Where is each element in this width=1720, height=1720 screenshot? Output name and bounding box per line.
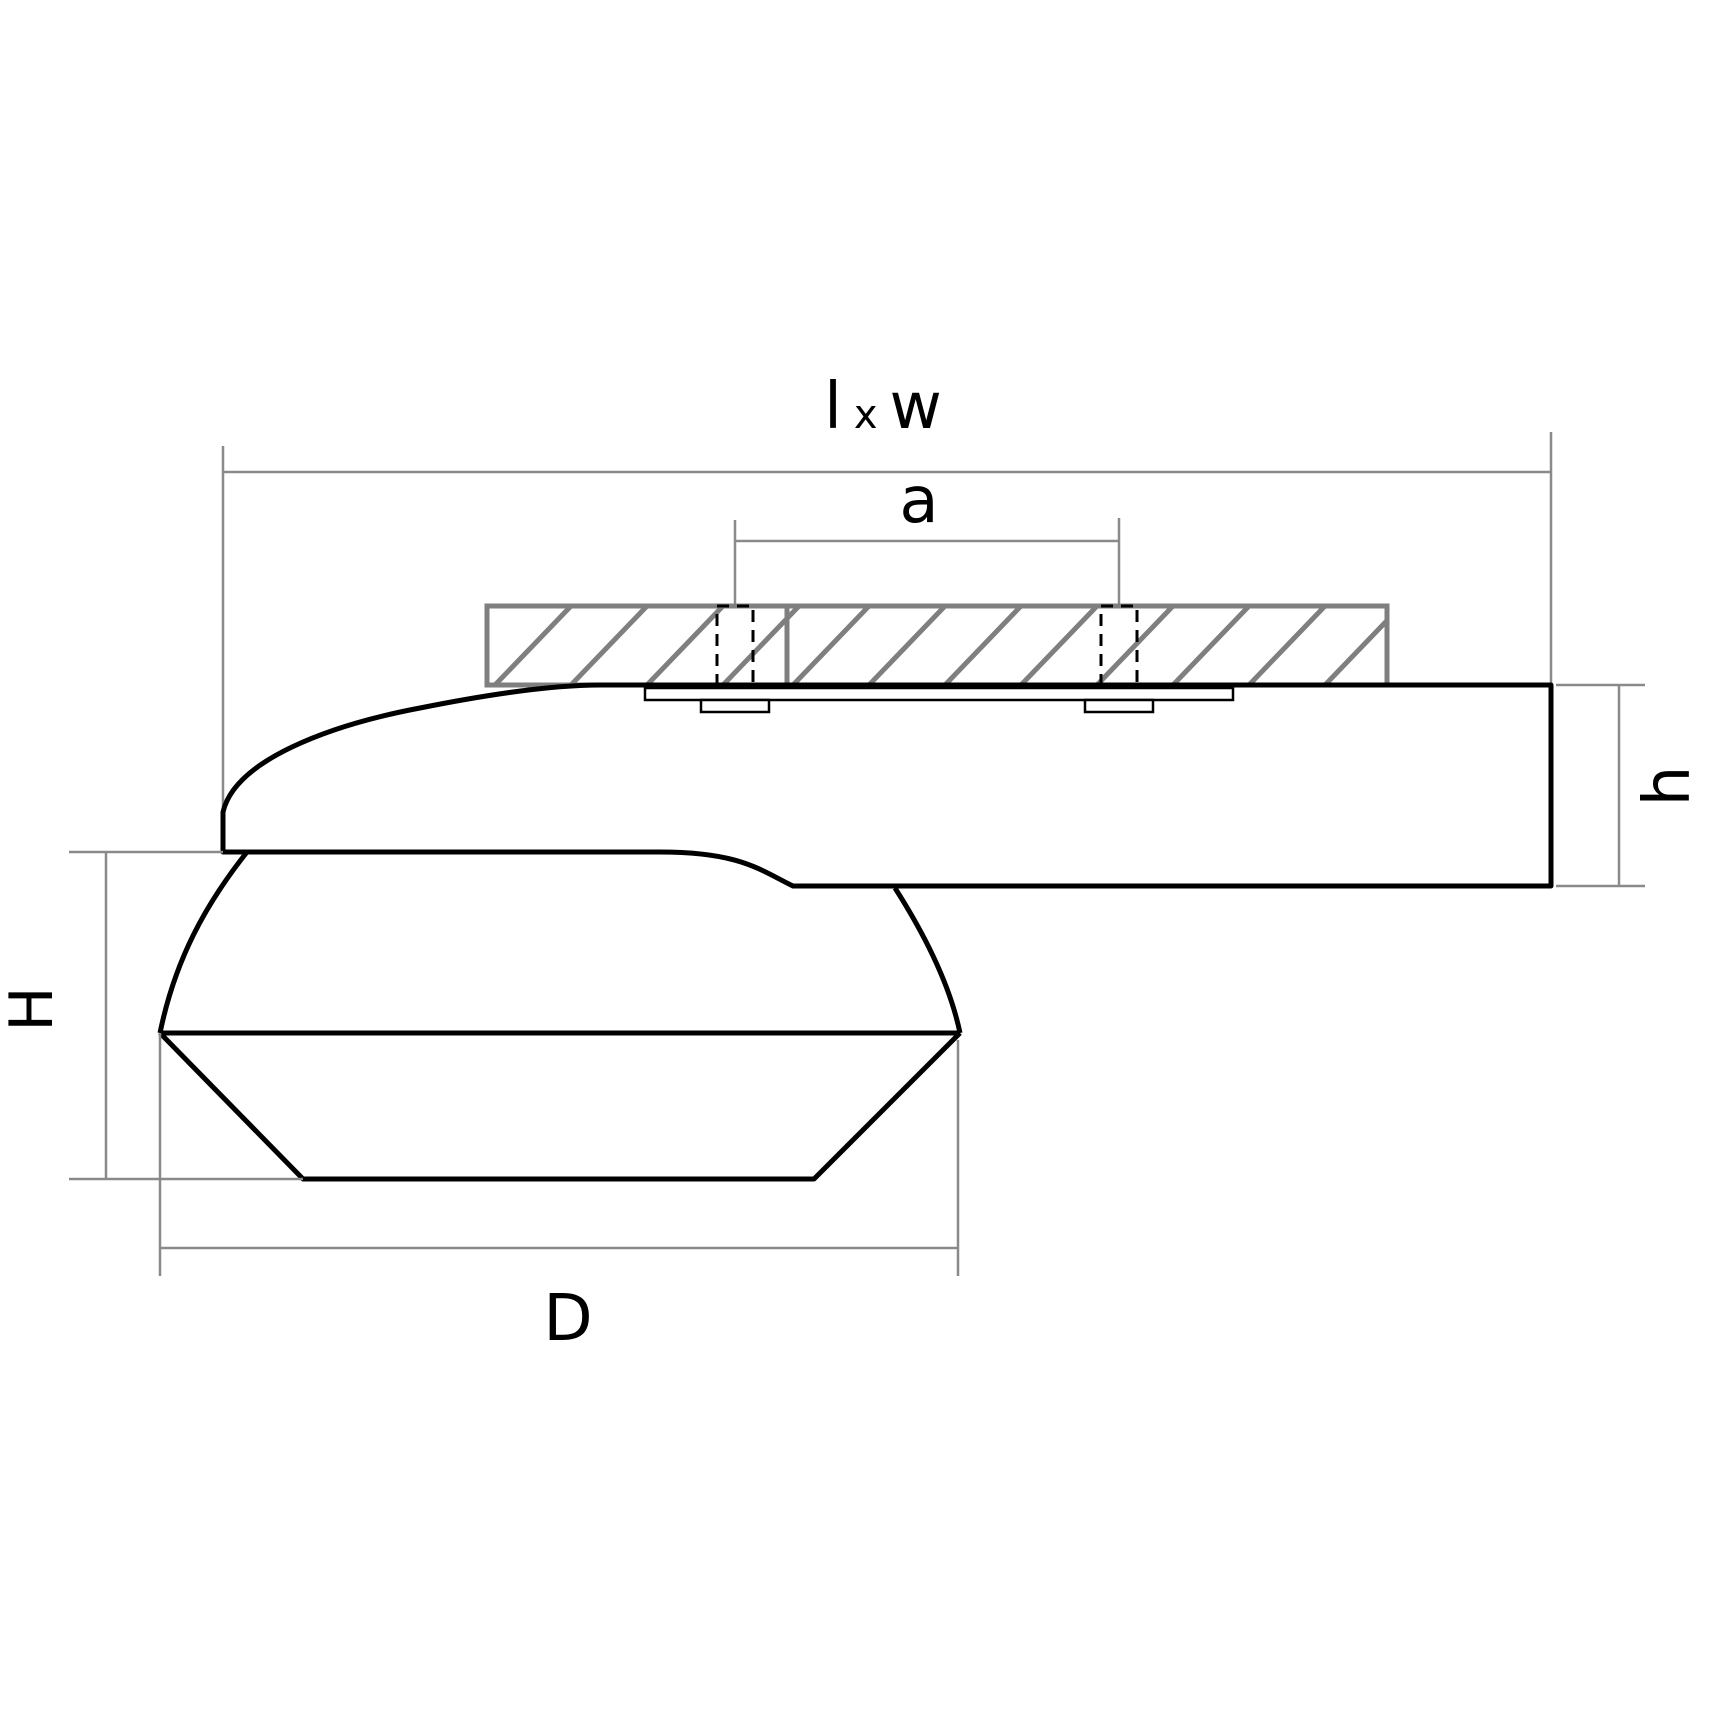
mount-spacing-dimension — [733, 518, 1121, 606]
total-height-label: H — [0, 986, 67, 1031]
overall-dimension — [221, 432, 1553, 812]
diameter-label: D — [543, 1282, 592, 1356]
diameter-dimension — [158, 1033, 960, 1276]
lamp-body — [220, 682, 1554, 889]
total-height-dimension — [69, 850, 303, 1181]
ceiling-slab — [484, 603, 1390, 688]
mount-spacing-label: a — [899, 464, 938, 538]
body-height-label: h — [1631, 766, 1705, 807]
mounting-bracket — [643, 686, 1235, 714]
lamp-shade — [157, 850, 963, 1182]
body-height-dimension — [1556, 683, 1645, 888]
